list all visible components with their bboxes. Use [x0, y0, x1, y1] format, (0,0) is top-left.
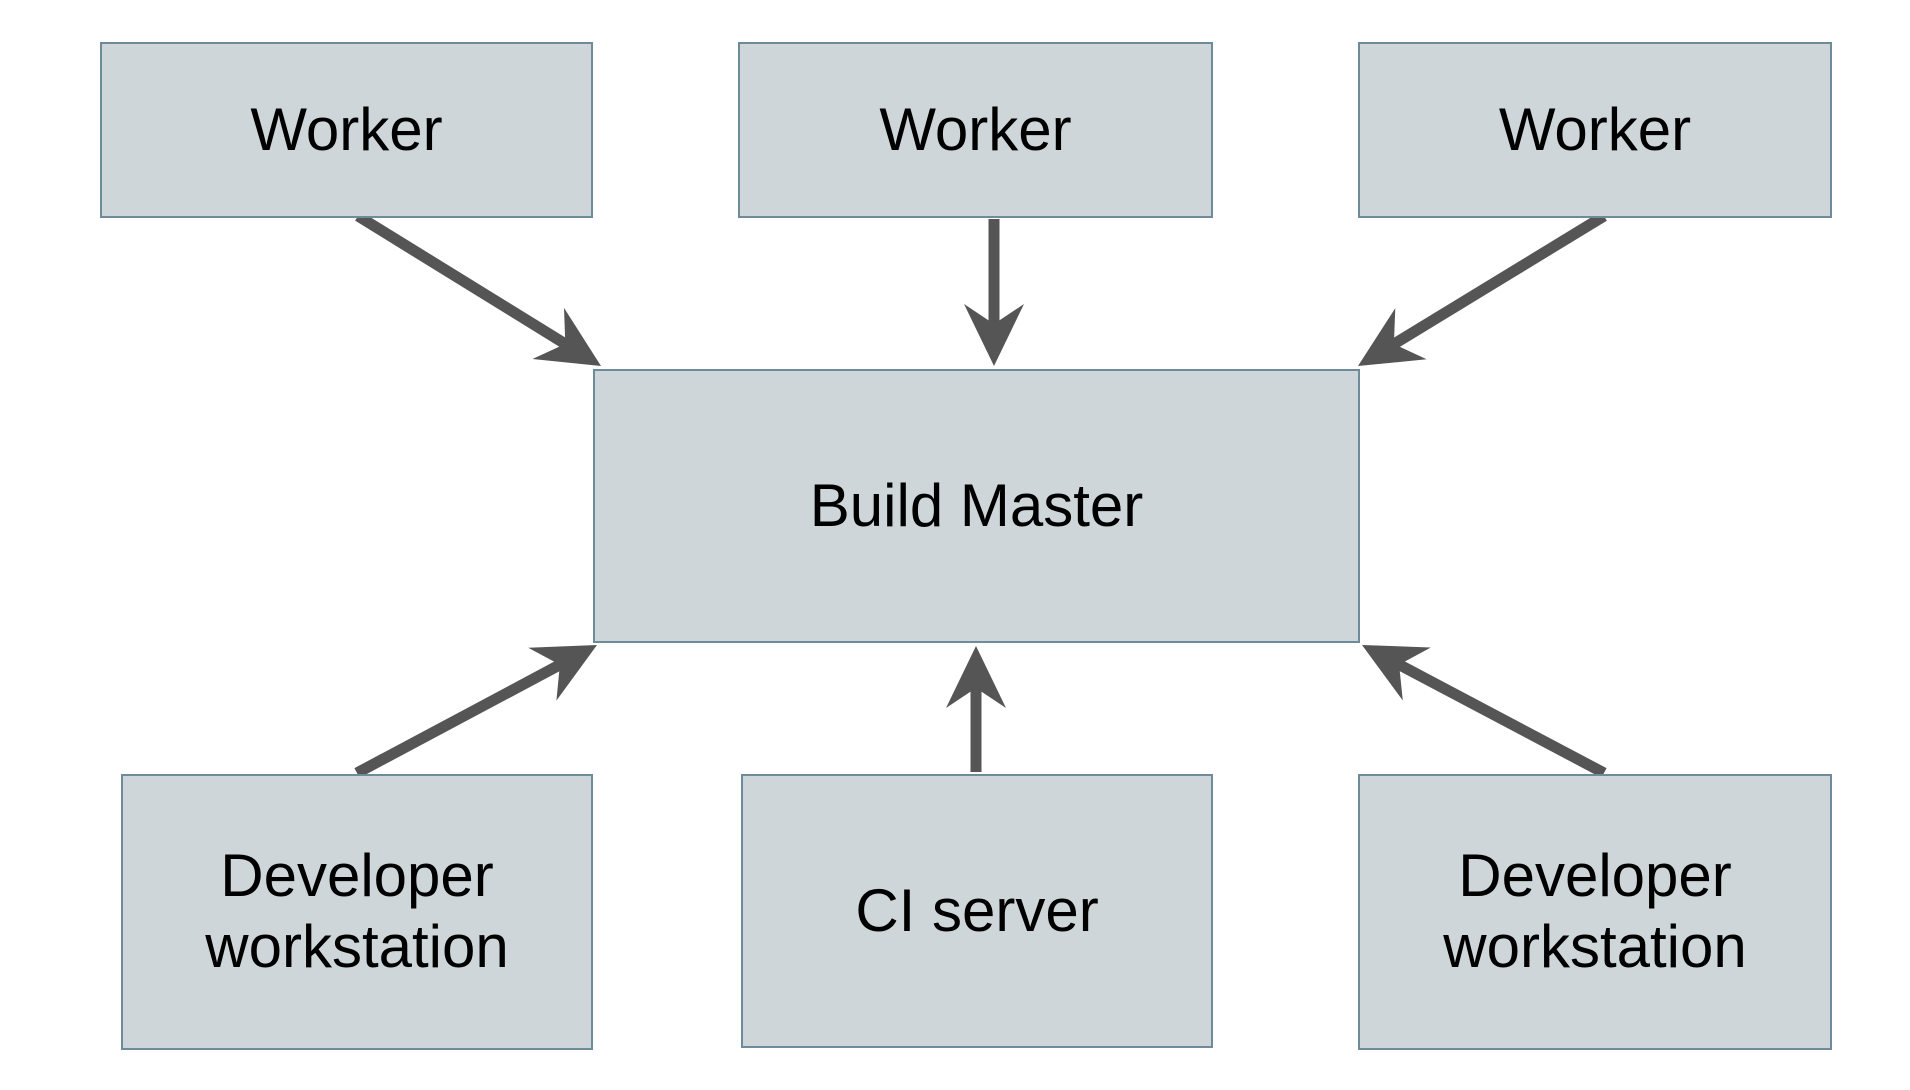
node-ci-server[interactable]: CI server — [741, 774, 1213, 1048]
arrow-head — [1362, 645, 1431, 701]
node-build-master[interactable]: Build Master — [593, 369, 1360, 643]
edge-worker-right-to-build-master — [1358, 211, 1607, 366]
node-worker-left[interactable]: Worker — [100, 42, 593, 218]
node-worker-right[interactable]: Worker — [1358, 42, 1832, 218]
arrow-shaft — [355, 211, 569, 349]
arrow-shaft — [354, 659, 563, 778]
node-label: Worker — [879, 95, 1072, 163]
arrow-shaft — [1390, 211, 1607, 349]
arrow-head — [528, 645, 597, 701]
arrow-head — [532, 307, 601, 366]
node-label: Developer workstation — [205, 842, 509, 980]
node-label: Worker — [250, 95, 443, 163]
node-developer-workstation-left[interactable]: Developer workstation — [121, 774, 593, 1050]
node-label: Developer workstation — [1443, 842, 1747, 980]
edge-worker-center-to-build-master — [964, 219, 1024, 366]
edge-developer-left-to-build-master — [354, 645, 597, 778]
arrow-head — [964, 304, 1024, 366]
edge-ci-server-to-build-master — [946, 646, 1006, 772]
arrow-shaft — [1396, 659, 1607, 778]
edge-developer-right-to-build-master — [1362, 645, 1607, 778]
node-label: CI server — [855, 876, 1099, 944]
arrow-head — [1358, 308, 1427, 366]
node-label: Worker — [1498, 95, 1692, 163]
edge-worker-left-to-build-master — [355, 211, 601, 366]
node-worker-center[interactable]: Worker — [738, 42, 1213, 218]
node-developer-workstation-right[interactable]: Developer workstation — [1358, 774, 1832, 1050]
node-label: Build Master — [809, 471, 1144, 539]
arrow-head — [946, 646, 1006, 708]
